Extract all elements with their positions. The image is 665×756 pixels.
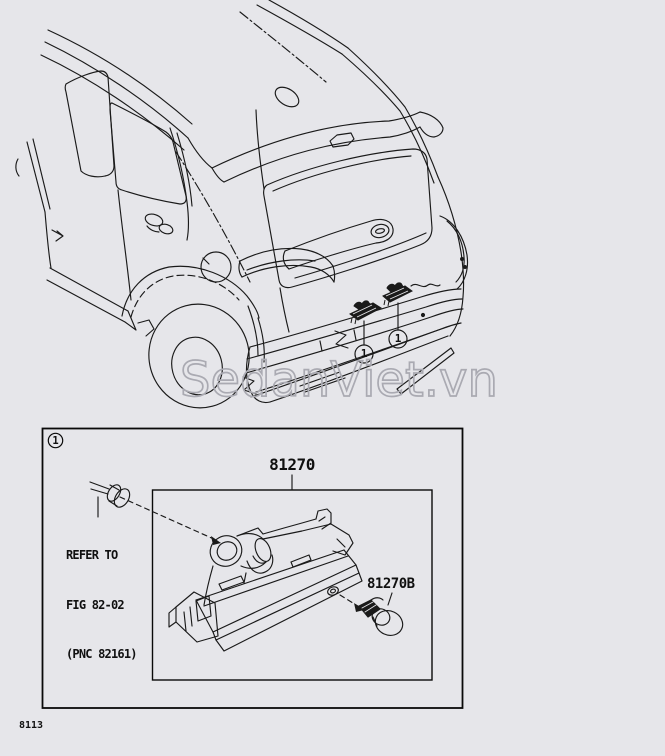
screw-grommet-drawing [89,481,131,508]
license-plate-lamp-assembly-drawing [168,508,363,652]
license-lamp-on-car-left [349,300,383,325]
reference-note-line1: REFER TO [66,548,118,562]
car-callout-markers [354,302,408,364]
figure-code: 8113 [19,720,44,731]
vehicle-rear-line-art [15,0,469,409]
part-number-81270b: 81270B [367,576,415,592]
reference-note-line3: (PNC 82161) [66,647,137,661]
callout-marker-1-left: 1 [360,347,368,360]
callout-marker-1-right: 1 [394,332,402,345]
part-number-81270: 81270 [269,455,315,474]
bulb-drawing [358,597,404,636]
assembly-dashed-lines [119,496,364,612]
license-lamp-on-car-right [382,282,413,307]
reference-note-line2: FIG 82-02 [66,597,125,612]
detail-box-callout-marker: 1 [52,435,59,447]
label-leader-lines [97,474,393,606]
reference-note: REFER TO FIG 82-02 (PNC 82161) [66,514,137,696]
